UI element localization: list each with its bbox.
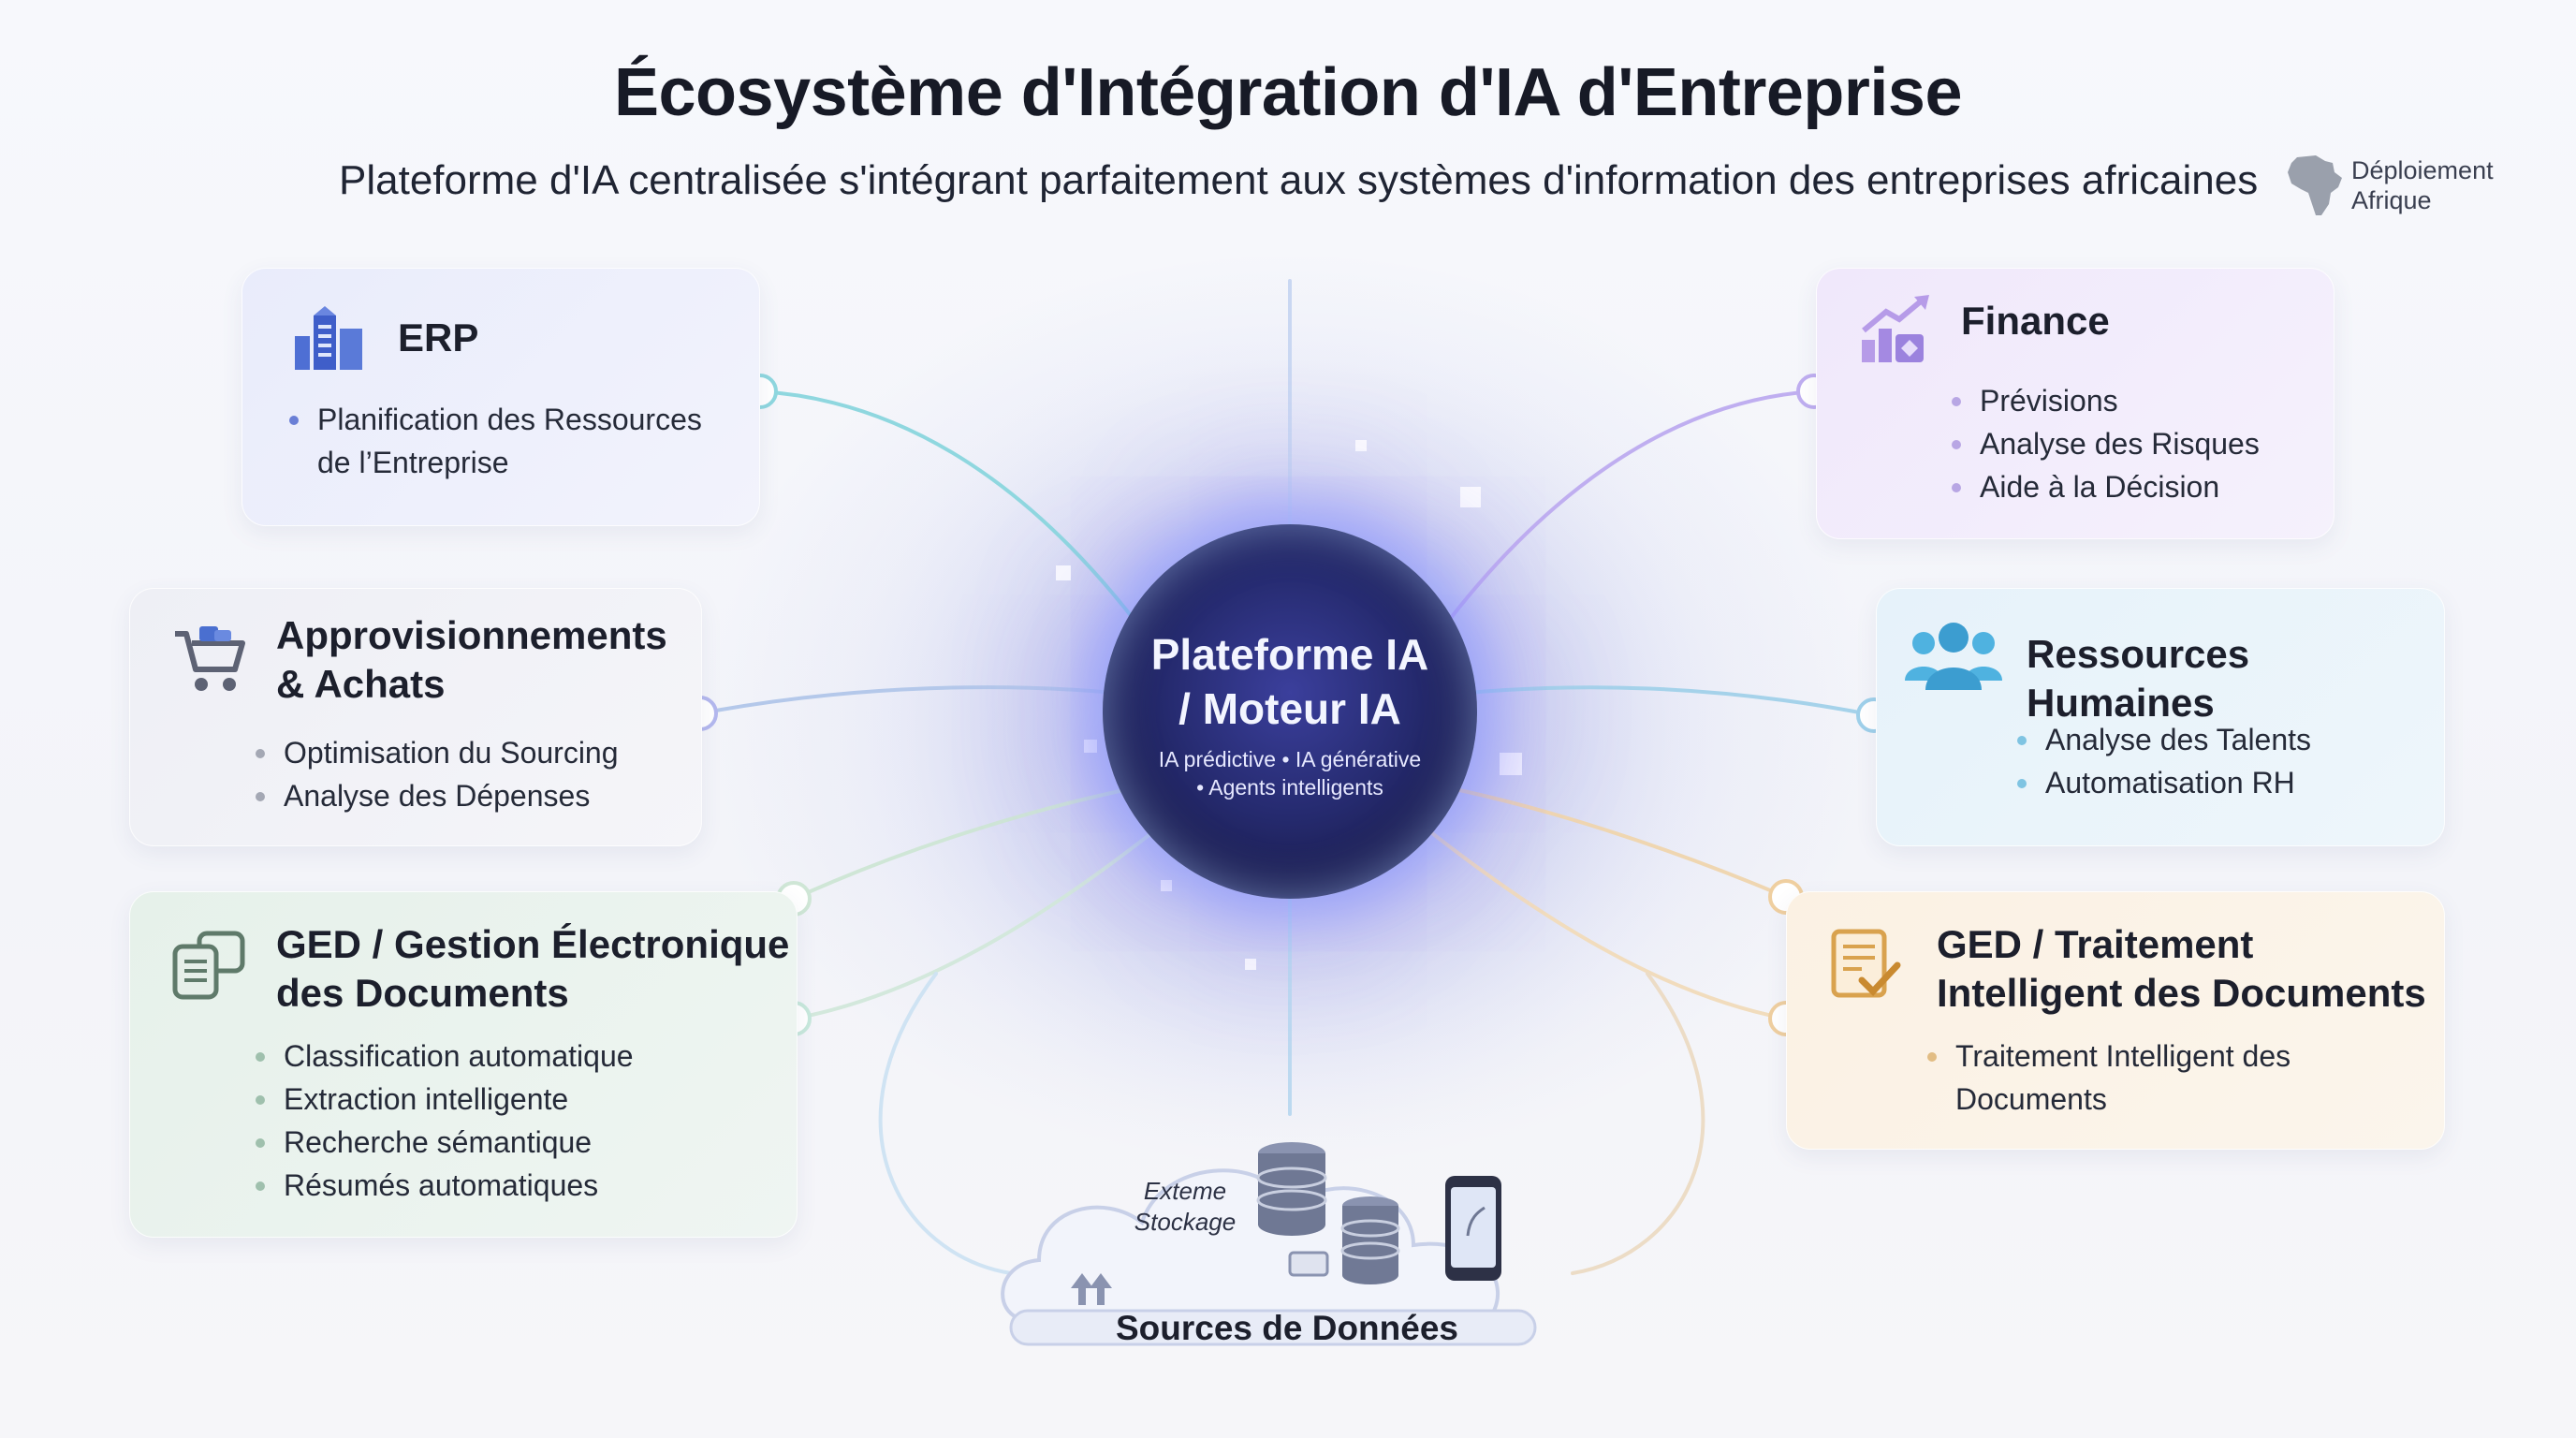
database-icon xyxy=(1256,1142,1327,1236)
connector-ged-left-bottom xyxy=(792,831,1153,1020)
arc-left xyxy=(878,972,1013,1275)
card-ged-left-title: GED / Gestion Électronique des Documents xyxy=(276,920,789,1018)
list-item: Prévisions xyxy=(1948,379,2313,422)
people-group-icon xyxy=(1905,623,2002,690)
badge-line-2: Afrique xyxy=(2351,186,2432,214)
core-caption: IA prédictive • IA générative • Agents i… xyxy=(1140,745,1440,801)
card-hr: Ressources Humaines Analyse des Talents … xyxy=(1876,588,2445,846)
card-finance: Finance Prévisions Analyse des Risques A… xyxy=(1816,268,2334,539)
list-item: Extraction intelligente xyxy=(252,1078,776,1121)
core-caption-line-1: IA prédictive • IA générative xyxy=(1158,747,1422,771)
card-procurement: Approvisionnements & Achats Optimisation… xyxy=(129,588,702,846)
core-title-line-2: / Moteur IA xyxy=(1178,684,1401,733)
connector-hr xyxy=(1466,685,1876,717)
list-item: Analyse des Risques xyxy=(1948,422,2313,465)
buildings-icon xyxy=(295,306,362,370)
list-item: Automatisation RH xyxy=(2013,761,2416,804)
database-small-icon xyxy=(1340,1196,1400,1284)
deployment-badge: Déploiement Afrique xyxy=(2284,150,2509,225)
connector-finance xyxy=(1421,389,1816,657)
africa-map-icon xyxy=(2288,155,2342,215)
list-item: Classification automatique xyxy=(252,1034,776,1078)
card-ged-left: GED / Gestion Électronique des Documents… xyxy=(129,891,798,1238)
card-finance-list: Prévisions Analyse des Risques Aide à la… xyxy=(1948,379,2313,508)
list-item: Optimisation du Sourcing xyxy=(252,731,682,774)
connector-ged-right-top xyxy=(1440,785,1788,899)
list-item: Planification des Ressources de l’Entrep… xyxy=(285,398,725,484)
ai-platform-core: Plateforme IA / Moteur IA IA prédictive … xyxy=(1103,524,1477,899)
card-ged-right-title: GED / Traitement Intelligent des Documen… xyxy=(1937,920,2426,1018)
card-hr-list: Analyse des Talents Automatisation RH xyxy=(2013,718,2416,804)
card-ged-right: GED / Traitement Intelligent des Documen… xyxy=(1786,891,2445,1150)
card-ged-left-title-line-2: des Documents xyxy=(276,971,569,1015)
storage-drive-icon xyxy=(1288,1251,1329,1277)
documents-icon xyxy=(172,931,245,1000)
shopping-cart-icon xyxy=(175,626,245,691)
card-erp-title: ERP xyxy=(398,315,479,360)
list-item: Analyse des Dépenses xyxy=(252,774,682,817)
page-subtitle: Plateforme d'IA centralisée s'intégrant … xyxy=(339,157,2259,203)
connector-ged-left-top xyxy=(792,785,1144,901)
connector-procurement xyxy=(698,685,1116,715)
card-erp: ERP Planification des Ressources de l’En… xyxy=(242,268,760,526)
smartphone-icon xyxy=(1445,1176,1501,1281)
core-caption-line-2: • Agents intelligents xyxy=(1196,775,1383,800)
growth-chart-icon xyxy=(1862,295,1929,362)
list-item: Résumés automatiques xyxy=(252,1164,776,1207)
page-title: Écosystème d'Intégration d'IA d'Entrepri… xyxy=(613,55,1963,130)
external-storage-label-line-2: Stockage xyxy=(1134,1208,1237,1236)
connector-erp xyxy=(758,389,1163,657)
card-erp-list: Planification des Ressources de l’Entrep… xyxy=(285,398,725,484)
card-hr-title: Ressources Humaines xyxy=(2027,632,2250,725)
card-finance-title: Finance xyxy=(1961,299,2110,343)
connector-ged-right-bottom xyxy=(1430,831,1788,1020)
badge-line-1: Déploiement xyxy=(2351,156,2494,184)
upload-arrows-icon xyxy=(1071,1273,1112,1305)
data-sources-label: Sources de Données xyxy=(1115,1309,1458,1347)
card-ged-right-title-line-2: Intelligent des Documents xyxy=(1937,971,2426,1015)
external-storage-label-line-1: Exteme xyxy=(1143,1177,1227,1205)
cloud-icon xyxy=(1001,1142,1537,1346)
card-ged-left-title-line-1: GED / Gestion Électronique xyxy=(276,922,790,966)
card-procurement-title-line-2: & Achats xyxy=(276,662,446,706)
core-title: Plateforme IA / Moteur IA xyxy=(1103,627,1477,736)
list-item: Traitement Intelligent des Documents xyxy=(1924,1034,2326,1121)
data-sources-cloud xyxy=(992,1095,1554,1376)
external-storage-label: Exteme Stockage xyxy=(1120,1176,1251,1238)
list-item: Recherche sémantique xyxy=(252,1121,776,1164)
card-ged-right-list: Traitement Intelligent des Documents xyxy=(1924,1034,2326,1121)
checklist-document-icon xyxy=(1831,929,1901,998)
core-title-line-1: Plateforme IA xyxy=(1150,630,1429,679)
arc-right xyxy=(1571,972,1705,1275)
card-procurement-title: Approvisionnements & Achats xyxy=(276,611,667,709)
card-ged-right-title-line-1: GED / Traitement xyxy=(1937,922,2254,966)
card-ged-left-list: Classification automatique Extraction in… xyxy=(252,1034,776,1207)
list-item: Aide à la Décision xyxy=(1948,465,2313,508)
card-procurement-title-line-1: Approvisionnements xyxy=(276,613,667,657)
list-item: Analyse des Talents xyxy=(2013,718,2416,761)
card-procurement-list: Optimisation du Sourcing Analyse des Dép… xyxy=(252,731,682,817)
